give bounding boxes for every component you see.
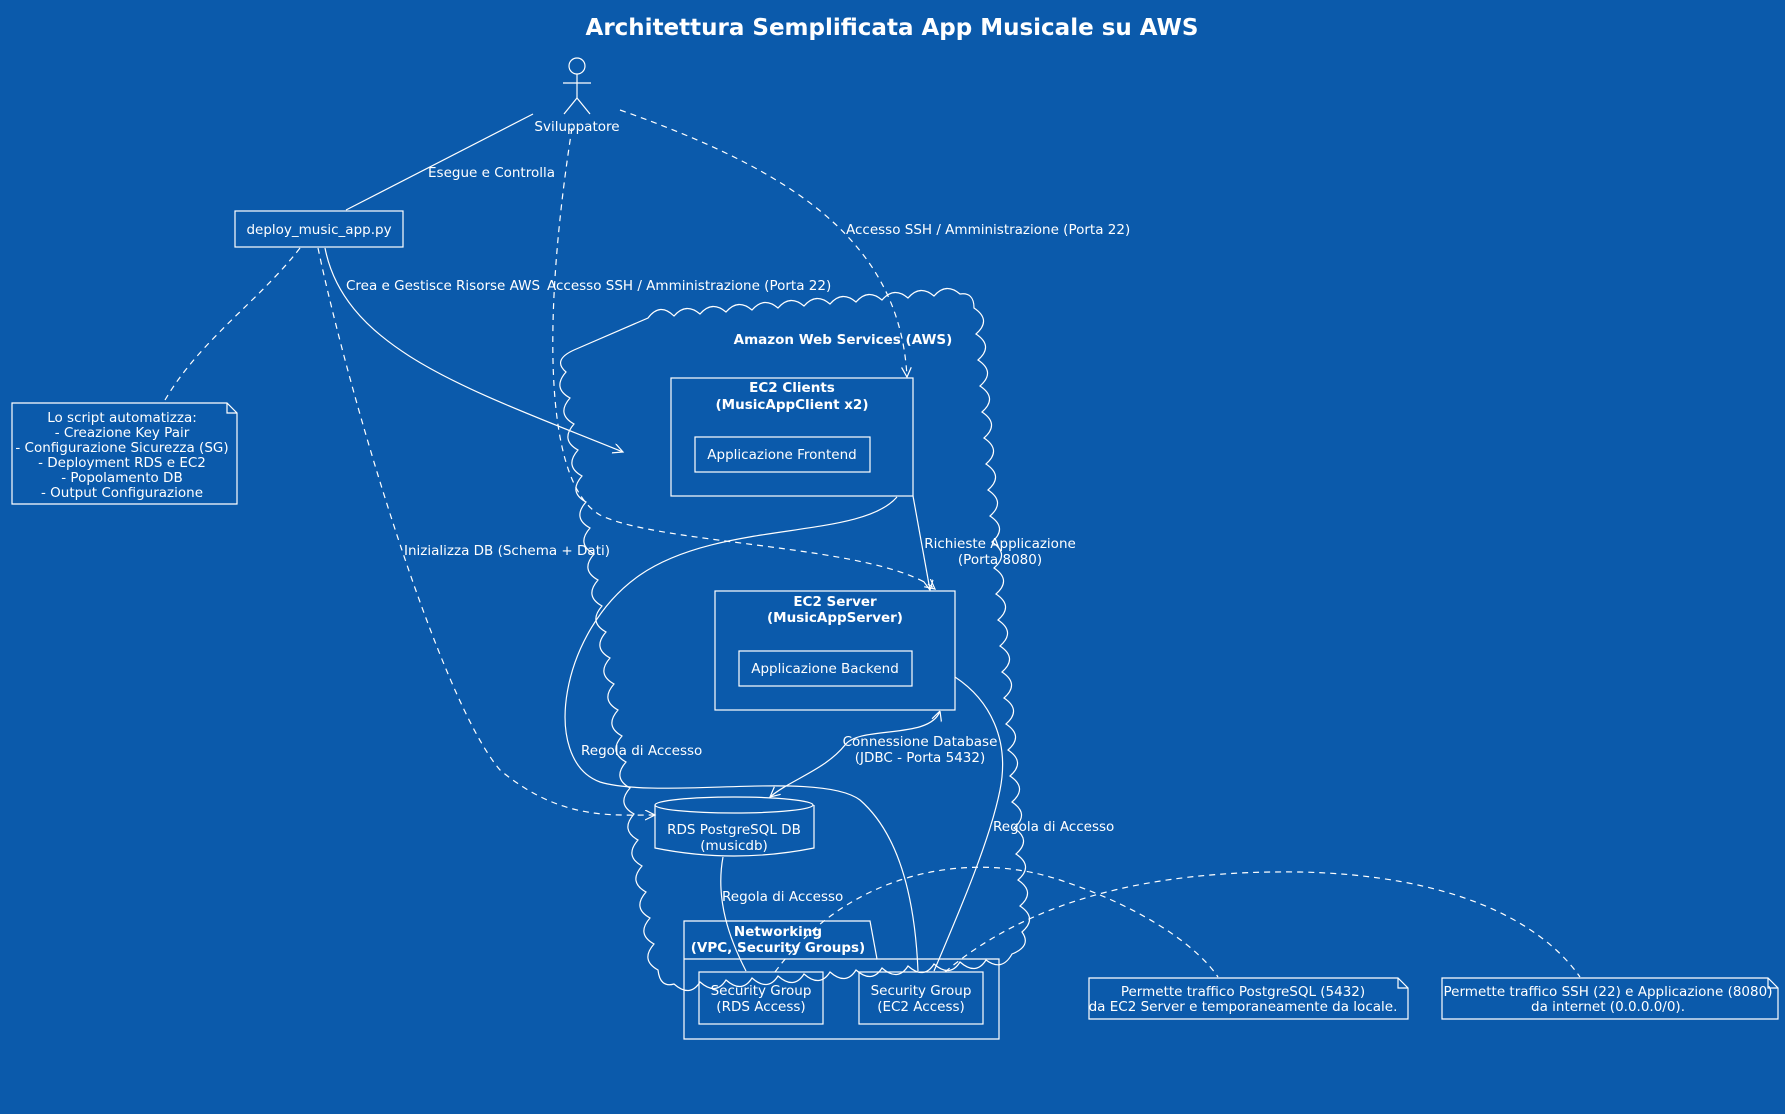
sg-ec2-sublabel: (EC2 Access) (877, 999, 965, 1015)
edge-runs-label: Esegue e Controlla (428, 165, 555, 181)
edge-ssh-server (552, 127, 935, 589)
rds-note-line: da EC2 Server e temporaneamente da local… (1089, 999, 1398, 1015)
script-note-line: - Configurazione Sicurezza (SG) (15, 440, 228, 456)
deploy-script-label: deploy_music_app.py (246, 222, 391, 238)
networking-subtitle: (VPC, Security Groups) (691, 940, 865, 956)
edge-requests-sublabel: (Porta 8080) (958, 552, 1042, 568)
ec2-clients-subtitle: (MusicAppClient x2) (715, 397, 868, 413)
script-note-line: - Creazione Key Pair (55, 425, 190, 441)
ec2-sg-note: Permette traffico SSH (22) e Applicazion… (1441, 977, 1779, 1020)
edge-runs (345, 113, 534, 211)
ec2-server-title: EC2 Server (793, 594, 877, 610)
networking-title: Networking (734, 924, 822, 940)
edge-rule-server-label: Regola di Accesso (993, 819, 1114, 835)
edge-ssh-server-label: Accesso SSH / Amministrazione (Porta 22) (547, 278, 831, 294)
sg-rds-label: Security Group (711, 983, 812, 999)
edge-rule-server (933, 676, 1004, 972)
ec2-server-node: EC2 Server (MusicAppServer) Applicazione… (714, 590, 956, 711)
rds-sg-note: Permette traffico PostgreSQL (5432) da E… (1088, 977, 1409, 1020)
edge-rds-note (774, 866, 1219, 978)
database-sublabel: (musicdb) (700, 838, 768, 854)
script-note-line: - Deployment RDS e EC2 (38, 455, 206, 471)
ec2-server-subtitle: (MusicAppServer) (767, 610, 903, 626)
ec2-note-line: Permette traffico SSH (22) e Applicazion… (1444, 984, 1773, 1000)
actor-label: Sviluppatore (534, 119, 619, 135)
script-note-line: - Popolamento DB (61, 470, 182, 486)
script-note-line: Lo script automatizza: (47, 410, 197, 426)
edges: Esegue e Controlla Accesso SSH / Amminis… (164, 109, 1581, 978)
diagram-title: Architettura Semplificata App Musicale s… (586, 15, 1199, 41)
edge-creates-label: Crea e Gestisce Risorse AWS (346, 278, 540, 294)
aws-cloud-label: Amazon Web Services (AWS) (734, 332, 953, 348)
edge-db-connection (770, 711, 940, 797)
edge-requests (912, 495, 930, 590)
edge-rule-clients-label: Regola di Accesso (581, 743, 702, 759)
edge-requests-label: Richieste Applicazione (924, 536, 1076, 552)
ec2-clients-title: EC2 Clients (749, 380, 835, 396)
rds-database-node: RDS PostgreSQL DB (musicdb) (654, 796, 815, 857)
edge-init-db-label: Inizializza DB (Schema + Dati) (404, 543, 610, 559)
ec2-clients-node: EC2 Clients (MusicAppClient x2) Applicaz… (670, 377, 914, 497)
edge-rule-db-label: Regola di Accesso (722, 889, 843, 905)
edge-ec2-note (944, 871, 1581, 978)
database-label: RDS PostgreSQL DB (667, 822, 801, 838)
edge-ssh-clients (619, 109, 907, 377)
edge-creates (324, 247, 623, 452)
developer-actor: Sviluppatore (534, 57, 620, 135)
deploy-script-node: deploy_music_app.py (234, 210, 404, 248)
ec2-note-line: da internet (0.0.0.0/0). (1531, 999, 1685, 1015)
backend-component: Applicazione Backend (751, 661, 899, 677)
networking-package: Networking (VPC, Security Groups) Securi… (683, 920, 1000, 1040)
edge-db-connection-sublabel: (JDBC - Porta 5432) (855, 750, 986, 766)
script-note: Lo script automatizza: - Creazione Key P… (11, 402, 238, 505)
edge-rule-clients (564, 496, 919, 972)
sg-rds-sublabel: (RDS Access) (716, 999, 805, 1015)
sg-ec2-label: Security Group (871, 983, 972, 999)
edge-db-connection-label: Connessione Database (843, 734, 998, 750)
aws-cloud: Amazon Web Services (AWS) (559, 287, 1031, 992)
edge-init-db (317, 247, 655, 815)
script-note-line: - Output Configurazione (41, 485, 203, 501)
edge-script-note (164, 247, 301, 401)
frontend-component: Applicazione Frontend (707, 447, 856, 463)
edge-rule-db (720, 856, 747, 972)
edge-ssh-clients-label: Accesso SSH / Amministrazione (Porta 22) (846, 222, 1130, 238)
rds-note-line: Permette traffico PostgreSQL (5432) (1121, 984, 1365, 1000)
